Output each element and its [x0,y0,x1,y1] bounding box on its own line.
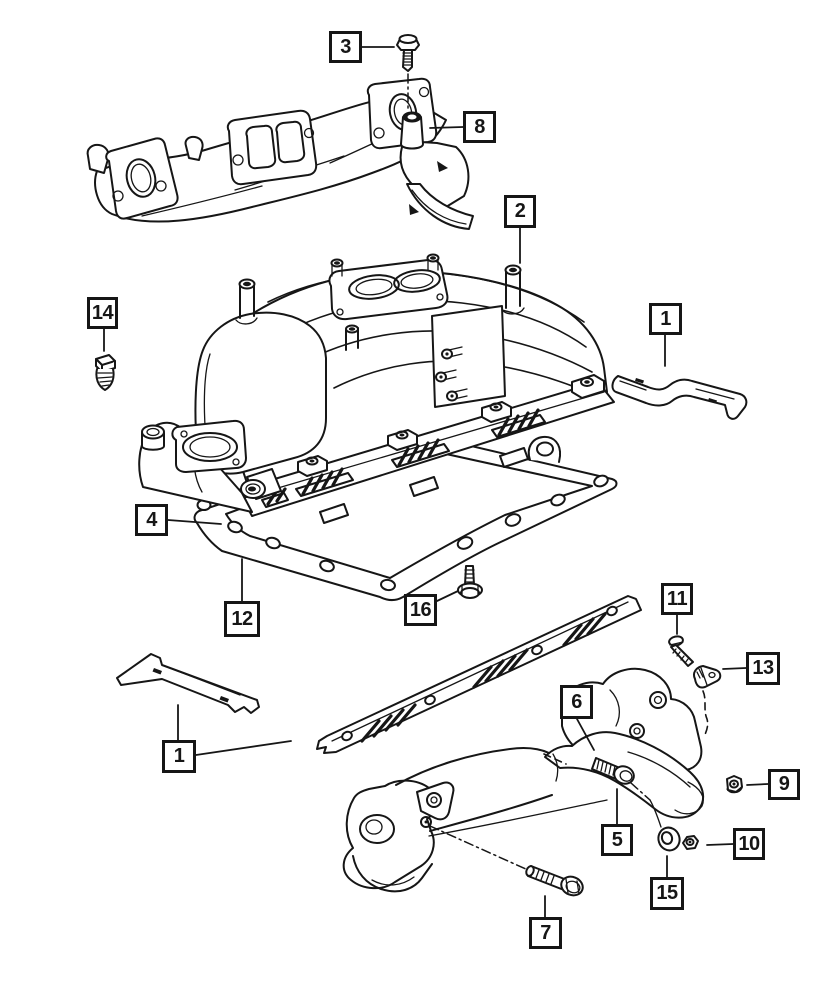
callout-1-right[interactable]: 1 [649,303,682,335]
callout-10[interactable]: 10 [733,828,765,860]
intake-manifold [138,253,615,524]
callout-leader-line [195,740,292,756]
callout-16[interactable]: 16 [404,594,437,626]
callout-14[interactable]: 14 [87,297,118,329]
callout-9[interactable]: 9 [768,769,800,800]
callout-15[interactable]: 15 [650,877,684,910]
callout-11[interactable]: 11 [661,583,693,615]
shield-clip-13 [693,665,722,738]
manifold-stud [501,264,525,315]
leader-lines [103,46,769,918]
callout-3[interactable]: 3 [329,31,362,63]
plug-14 [95,354,116,391]
callout-leader-line [746,783,769,786]
bolt-5 [591,757,662,828]
callout-leader-line [429,126,464,129]
exhaust-manifold-gasket [316,595,642,754]
washer-15 [657,826,681,852]
bolt-3 [396,34,420,111]
callout-leader-line [722,667,747,670]
bolt-16 [457,565,483,599]
callout-leader-line [167,519,222,525]
callout-1-bottom[interactable]: 1 [162,740,196,773]
bolt-5-axis [630,782,651,801]
callout-leader-line [706,843,734,846]
nut-9 [726,775,743,794]
support-bracket-right [611,375,748,420]
callout-8[interactable]: 8 [463,111,496,143]
support-bracket-left [116,653,260,714]
callout-6[interactable]: 6 [560,685,593,719]
bolt-11 [668,635,702,680]
callout-2[interactable]: 2 [504,195,536,228]
exhaust-manifold-left [86,77,474,230]
callout-leader-line [576,718,595,751]
callout-13[interactable]: 13 [746,652,780,685]
callout-leader-line [436,590,459,602]
plenum-pan-gasket [193,435,618,601]
callout-5[interactable]: 5 [601,824,633,856]
nut-10 [682,835,699,850]
manifold-stud [345,324,359,351]
callout-4[interactable]: 4 [135,504,168,536]
manifold-stud [235,278,258,325]
callout-12[interactable]: 12 [224,601,260,637]
callout-7[interactable]: 7 [529,917,562,949]
stud-7-axis [429,825,529,871]
stud-7 [429,825,584,897]
